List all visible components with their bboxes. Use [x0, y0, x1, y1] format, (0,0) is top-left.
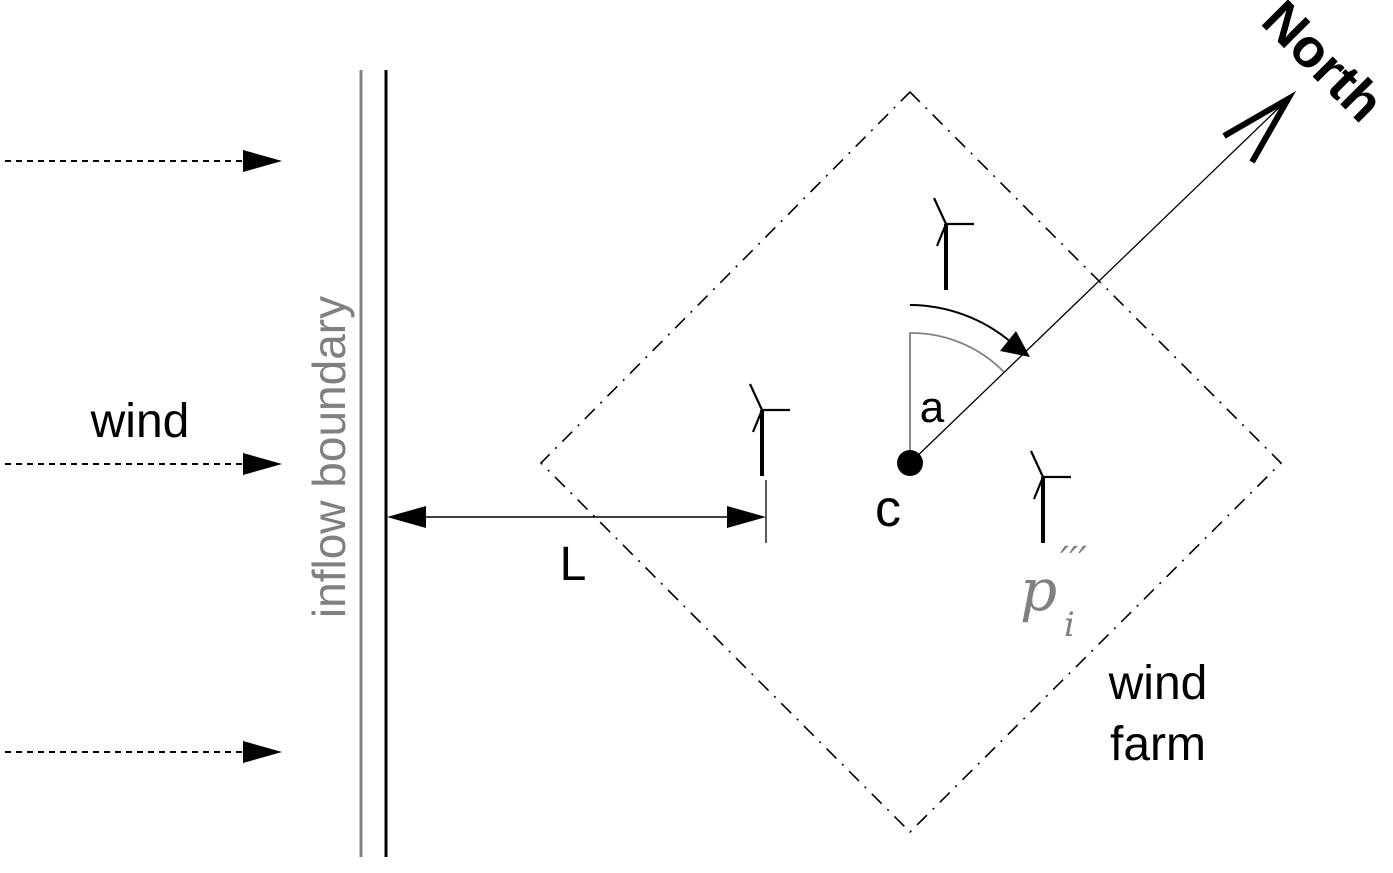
- turbine-icon: [749, 383, 790, 476]
- wind-arrow-bottom: [5, 741, 282, 763]
- turbine-icon: [933, 197, 974, 290]
- wind-farm-label-line1: wind: [1108, 657, 1208, 710]
- wind-farm-label-line2: farm: [1110, 718, 1206, 771]
- turbine-icon: [1030, 450, 1071, 543]
- power-superscript: ′′′: [1060, 539, 1087, 585]
- north-axis: [909, 90, 1297, 464]
- angle-label: a: [920, 383, 945, 432]
- power-base: p: [1020, 556, 1057, 624]
- north-label: North: [1251, 0, 1393, 133]
- inflow-boundary-label: inflow boundary: [303, 296, 355, 618]
- center-point: [897, 450, 923, 476]
- power-density-symbol: p i ′′′: [1020, 539, 1087, 645]
- wind-farm-boundary: [539, 90, 1283, 834]
- inflow-boundary: [359, 70, 388, 857]
- distance-label: L: [560, 538, 587, 591]
- power-subscript: i: [1064, 605, 1075, 645]
- distance-arrow: [387, 480, 767, 543]
- wind-label: wind: [90, 395, 190, 448]
- angle-arc-arrow: [909, 304, 1030, 357]
- center-label: c: [875, 480, 901, 538]
- wind-arrows: [5, 150, 282, 763]
- wind-arrow-top: [5, 150, 282, 172]
- angle-sector: [909, 332, 1005, 463]
- wind-arrow-middle: [5, 453, 282, 475]
